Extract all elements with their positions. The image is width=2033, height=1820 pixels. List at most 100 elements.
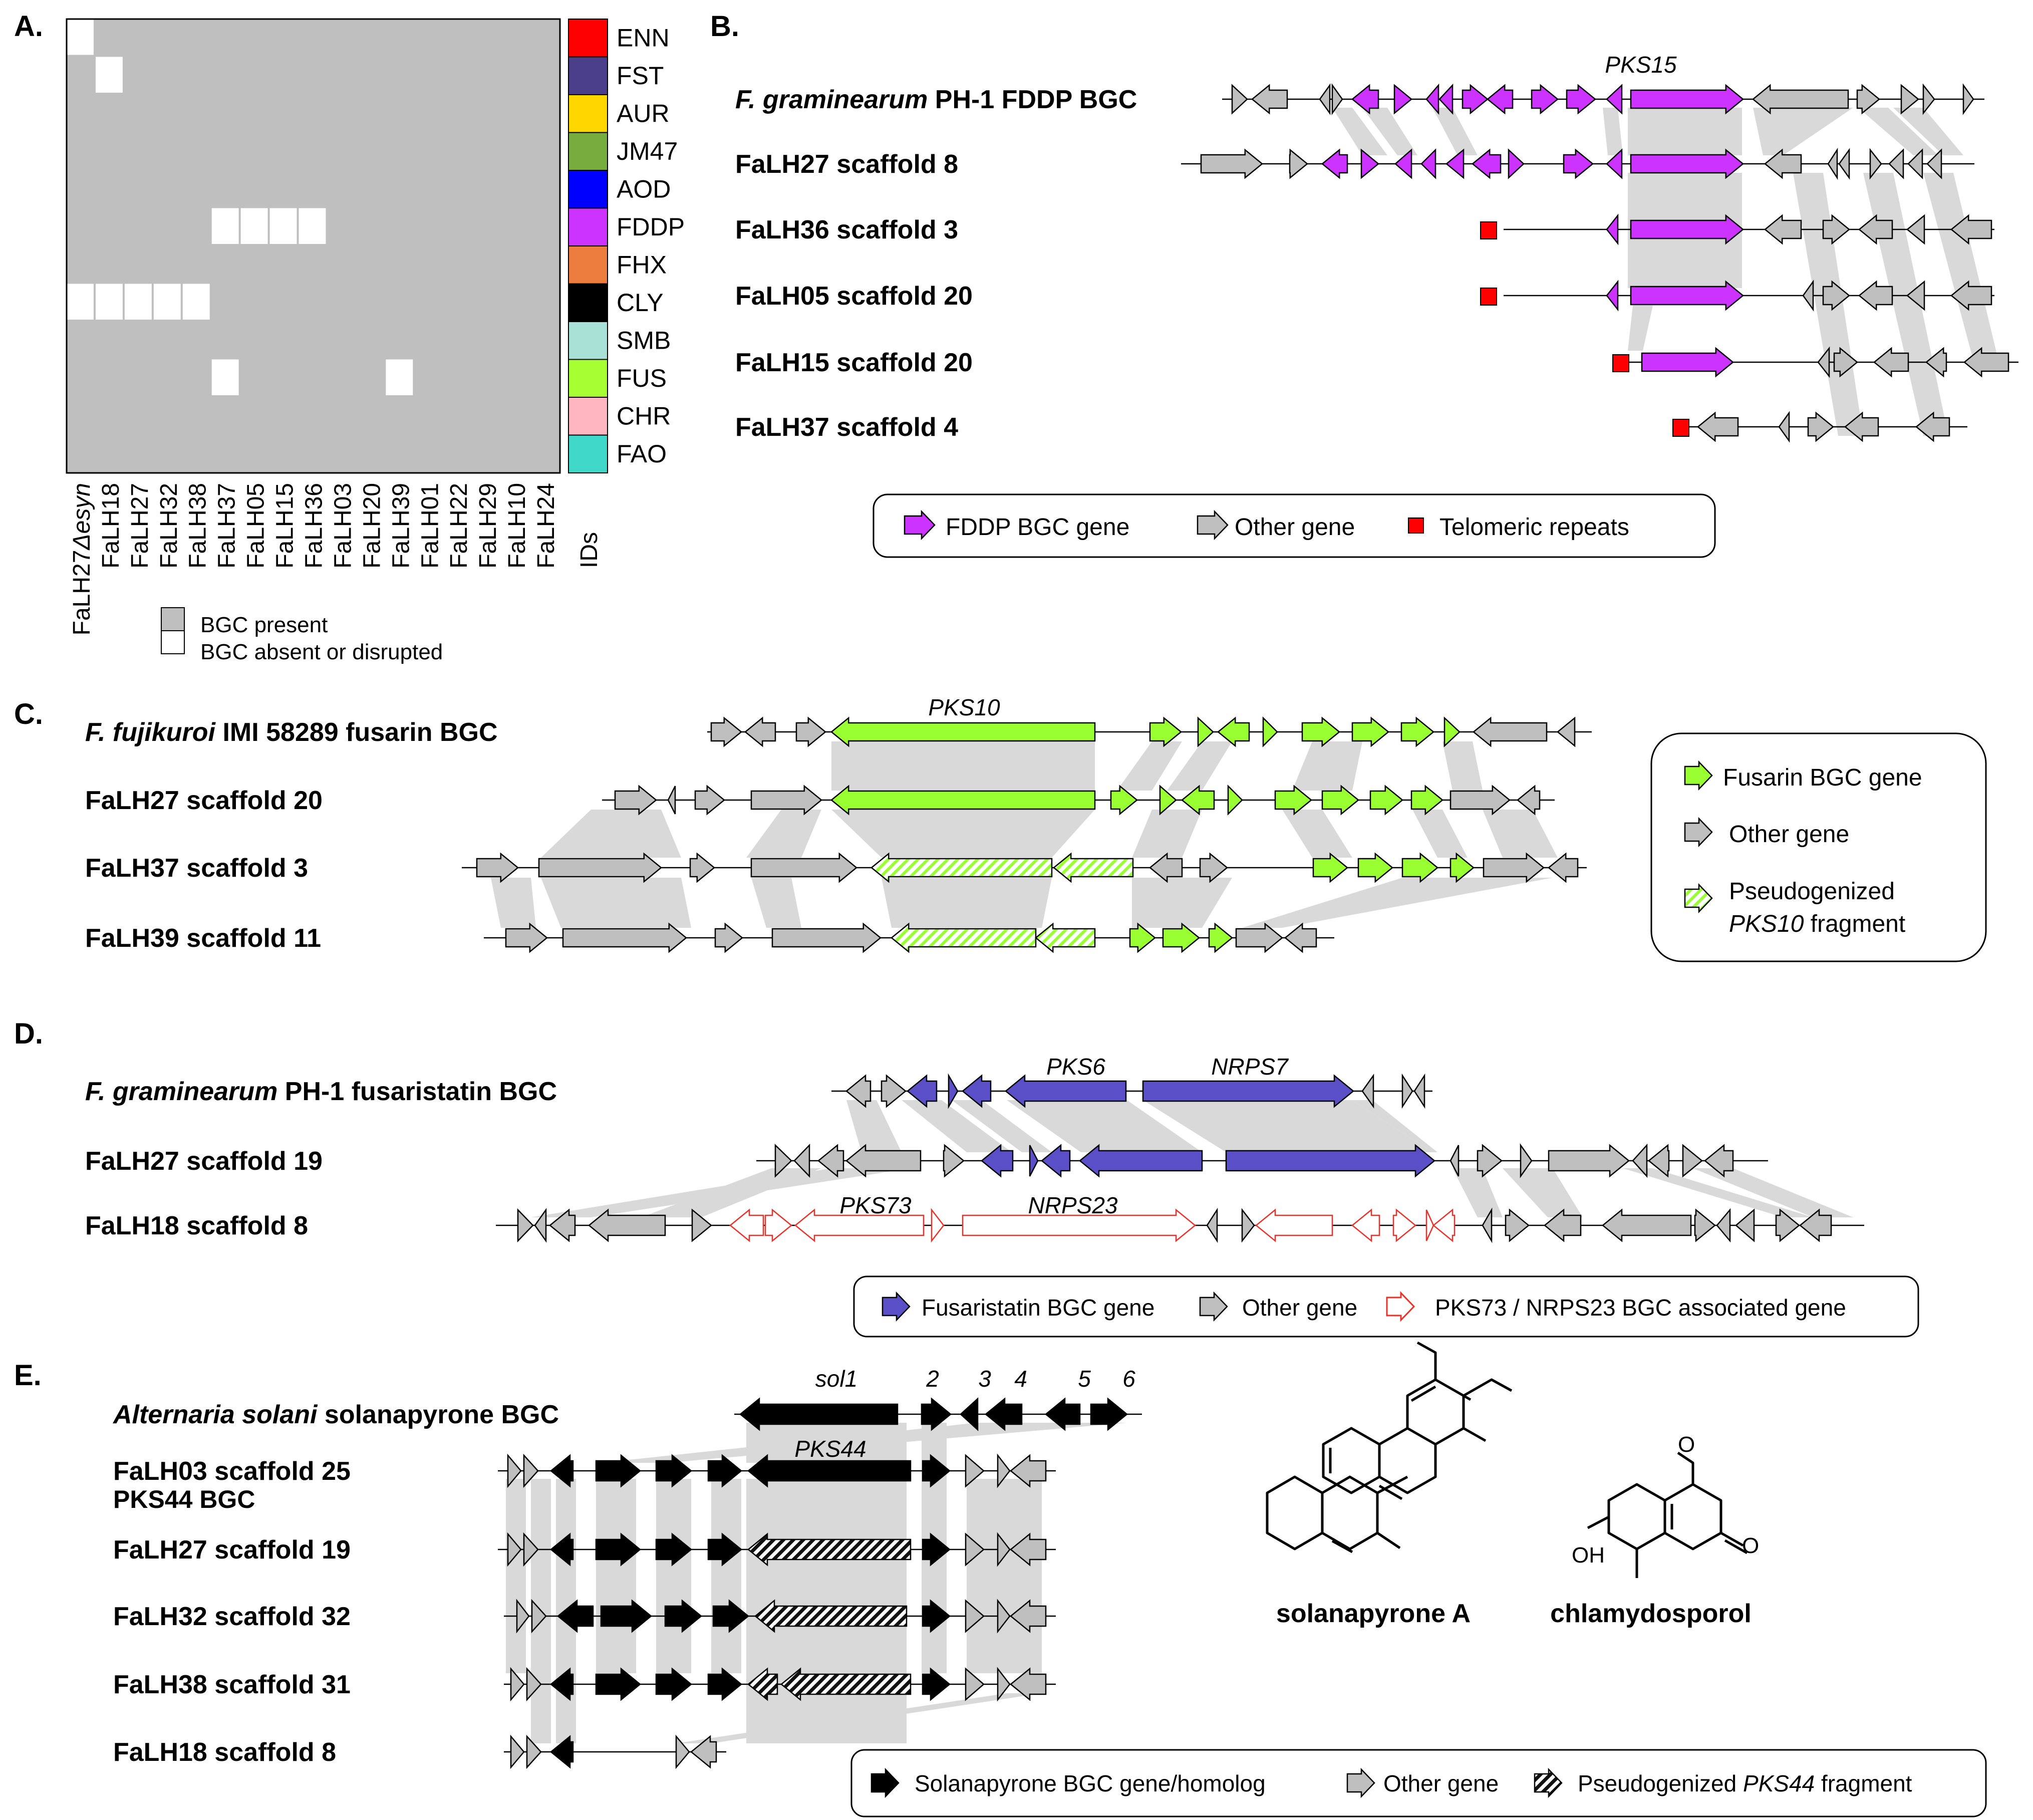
- panel-c-track-label: FaLH27 scaffold 20: [85, 786, 323, 815]
- homology-band: [656, 1479, 691, 1673]
- other-gene-arrow: [1251, 84, 1288, 115]
- legend-absent-text: BGC absent or disrupted: [200, 640, 443, 664]
- sol1-gene-label: sol1: [815, 1366, 857, 1392]
- chlamydosporol-structure: [1587, 1451, 1748, 1578]
- other-gene-arrow: [476, 852, 519, 883]
- heatmap-frame: [66, 18, 561, 474]
- homology-band: [711, 1479, 741, 1673]
- track-label-text: FaLH27 scaffold 19: [113, 1535, 351, 1565]
- panel-c-legend: Fusarin BGC gene Other gene Pseudogenize…: [1650, 732, 1987, 962]
- homology-band: [1503, 1168, 1583, 1217]
- panel-b-bgc-gene-arrow: [1641, 347, 1734, 378]
- pks73-associated-gene-arrow: [1392, 1208, 1416, 1242]
- track-label-text: FaLH27 scaffold 20: [85, 786, 323, 815]
- sol2-gene-label: 2: [926, 1366, 939, 1392]
- track-label-italic: F. fujikuroi: [85, 718, 216, 747]
- homology-band: [1923, 173, 1998, 361]
- homology-band: [1007, 1100, 1202, 1152]
- strain-label: FaLH32: [156, 483, 182, 569]
- fusarin-gene-icon: [1684, 760, 1713, 791]
- other-gene-arrow: [1838, 148, 1850, 180]
- other-gene-arrow: [1827, 147, 1838, 180]
- homology-band: [1412, 810, 1468, 858]
- homology-band: [541, 810, 681, 858]
- panel-e-track-label: FaLH18 scaffold 8: [113, 1738, 336, 1767]
- solanapyrone-gene-arrow: [707, 1454, 742, 1488]
- solanapyrone-gene-arrow: [664, 1599, 702, 1633]
- pks73-associated-gene-arrow: [794, 1208, 925, 1242]
- fddp-gene-icon: [904, 509, 936, 541]
- strain-label-part: FaLH27: [69, 550, 95, 636]
- other-gene-arrow: [1906, 214, 1925, 245]
- absent-cell: [299, 208, 326, 244]
- legend-other-text: Other gene: [1383, 1770, 1499, 1796]
- pseudogene-arrow: [747, 1532, 912, 1567]
- other-gene-arrow: [1548, 852, 1579, 883]
- other-gene-arrow: [526, 1734, 542, 1769]
- id-label-fao: FAO: [617, 440, 667, 468]
- panel-b-bgc-gene-arrow: [1420, 148, 1436, 179]
- sol3-gene-label: 3: [978, 1366, 991, 1392]
- other-gene-arrow: [1950, 214, 1992, 245]
- id-swatch-aod: [568, 170, 608, 209]
- panel-b-bgc-gene-arrow: [1487, 84, 1514, 115]
- other-gene-arrow: [1778, 411, 1790, 443]
- panel-d-bgc-gene-arrow: [1079, 1144, 1203, 1178]
- other-gene-arrow: [1548, 1144, 1630, 1178]
- panel-c-track-label: FaLH39 scaffold 11: [85, 924, 321, 953]
- legend-fragment-text: fragment: [1815, 1770, 1912, 1796]
- other-gene-arrow: [1697, 411, 1739, 442]
- strain-label: FaLH15: [272, 483, 299, 569]
- solanapyrone-gene-arrow: [595, 1532, 641, 1567]
- legend-pseudo-line2: PKS10 fragment: [1729, 911, 1905, 937]
- other-gene-arrow: [1331, 83, 1343, 115]
- strain-label: FaLH27: [127, 483, 153, 569]
- fusaristatin-gene-icon: [882, 1291, 911, 1322]
- id-label-fus: FUS: [617, 364, 667, 392]
- legend-fusaristatin-text: Fusaristatin BGC gene: [922, 1294, 1154, 1321]
- homology-band: [746, 810, 821, 858]
- pseudogene-arrow: [1053, 852, 1134, 883]
- other-gene-arrow: [1925, 347, 1947, 378]
- other-gene-arrow: [1963, 347, 2009, 378]
- panel-d: D. F. graminearum PH-1 fusaristatin BGCF…: [14, 1017, 1919, 1338]
- other-gene-arrow: [1900, 84, 1919, 115]
- legend-pseudo-text: Pseudogenized: [1729, 878, 1895, 905]
- id-label-fhx: FHX: [617, 250, 667, 279]
- panel-c-bgc-gene-arrow: [830, 785, 1096, 816]
- legend-fusarin-text: Fusarin BGC gene: [1723, 764, 1922, 791]
- panel-c-label: C.: [14, 698, 43, 730]
- panel-c-bgc-gene-arrow: [1401, 852, 1438, 883]
- pks73-associated-gene-arrow: [764, 1208, 792, 1242]
- solanapyrone-a-name: solanapyrone A: [1276, 1599, 1471, 1628]
- panel-b-bgc-gene-arrow: [1531, 84, 1559, 115]
- other-gene-arrow: [1361, 1074, 1374, 1109]
- id-swatch-smb: [568, 321, 608, 360]
- panel-c-bgc-gene-arrow: [1312, 852, 1348, 883]
- other-gene-arrow: [1926, 148, 1942, 179]
- track-label-text: solanapyrone BGC: [317, 1400, 559, 1429]
- other-gene-arrow: [1413, 1073, 1425, 1109]
- other-gene-arrow: [1401, 1073, 1413, 1109]
- homology-band: [676, 1693, 1042, 1743]
- panel-b-bgc-gene-arrow: [1393, 84, 1412, 115]
- telomeric-repeat: [1480, 288, 1497, 306]
- panel-c-bgc-gene-arrow: [830, 716, 1096, 747]
- pks10-gene-label: PKS10: [928, 694, 1000, 720]
- heatmap-legend: BGC present BGC absent or disrupted: [161, 607, 443, 664]
- other-gene-arrow: [1775, 1208, 1800, 1242]
- panel-b-bgc-gene-arrow: [1445, 148, 1465, 179]
- panel-b-bgc-gene-arrow: [1321, 148, 1348, 179]
- homology-band: [1628, 306, 1653, 351]
- solanapyrone-gene-arrow: [595, 1454, 641, 1488]
- absent-cell: [67, 284, 94, 320]
- other-gene-icon: [1346, 1767, 1375, 1798]
- other-gene-arrow: [793, 1143, 810, 1178]
- track-label-italic: F. graminearum: [85, 1077, 277, 1106]
- pks44-bgc-label: PKS44 BGC: [113, 1485, 255, 1513]
- panel-b-bgc-gene-arrow: [1360, 148, 1379, 179]
- id-label-fst: FST: [617, 62, 664, 90]
- ids-axis-title: IDs: [576, 532, 603, 568]
